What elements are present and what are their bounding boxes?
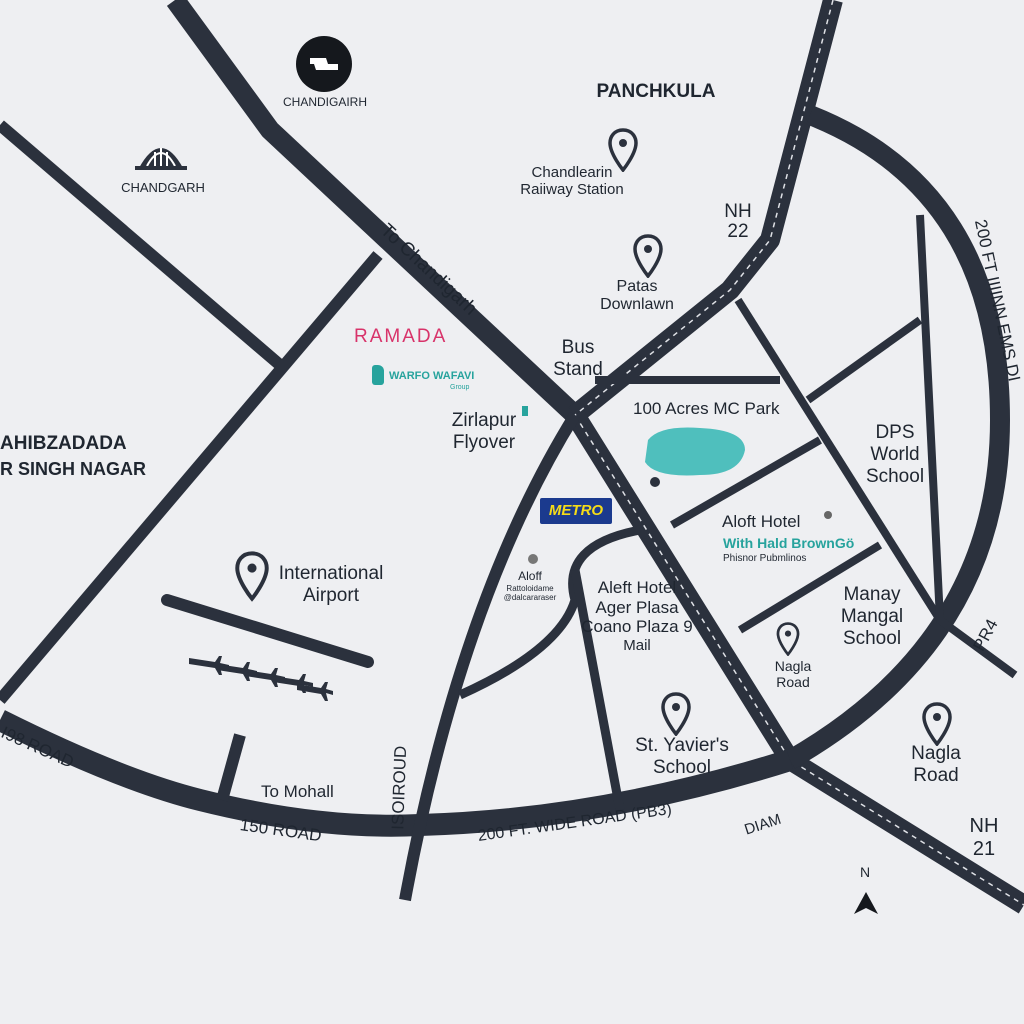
- road-left-diag: [0, 120, 284, 370]
- wyndham-label[interactable]: WARFO WAFAVI: [389, 370, 475, 382]
- road-dashed-1: [574, 414, 1024, 906]
- aloft-hotel-label[interactable]: Aloft Hotel: [722, 512, 801, 531]
- nh21-line1: NH: [969, 815, 999, 837]
- railway-station-line2: Raiiway Station: [520, 181, 624, 199]
- airport-label[interactable]: International Airport: [279, 563, 384, 607]
- zirlapur-line1: Zirlapur: [451, 410, 517, 431]
- chandgarh-label: CHANDGARH: [121, 180, 205, 195]
- park-lake: [645, 427, 745, 476]
- dps-line3: School: [865, 465, 925, 487]
- road-aleft: [570, 569, 625, 811]
- park-dot: [650, 477, 660, 487]
- bus-stand-label: Bus Stand: [553, 337, 603, 381]
- yavier-line2: School: [652, 756, 712, 778]
- ramada-label[interactable]: RAMADA: [354, 326, 448, 347]
- aloft-small-line3: @dalcararaser: [503, 592, 557, 602]
- manay-line1: Manay: [843, 584, 901, 605]
- aleft-line2: Ager Plasa: [595, 597, 679, 617]
- nh22-label: NH 22: [724, 201, 751, 243]
- zirlapur-line2: Flyover: [452, 431, 516, 453]
- nagla-road-label: Nagla Road: [911, 743, 961, 787]
- manay-school-label: Manay Mangal School: [841, 584, 903, 650]
- metro-label: METRO: [548, 502, 604, 519]
- airport-line1: International: [278, 563, 384, 584]
- aleft-line1: Aleft Hotel: [597, 578, 677, 597]
- sahibzada-line1: AHIBZADADA: [0, 433, 127, 454]
- patas-label: Patas Downlawn: [600, 278, 674, 315]
- bus-stand-line1: Bus: [561, 337, 595, 358]
- road-r4: [670, 436, 822, 529]
- nagla-line1: Nagla: [911, 743, 961, 764]
- road-to-chandigarh: [166, 0, 582, 423]
- road-inner-curve: [458, 525, 641, 700]
- nh21-label: NH 21: [970, 815, 999, 861]
- nh22-line1: NH: [724, 201, 752, 222]
- airport-line2: Airport: [303, 584, 359, 606]
- yavier-line1: St. Yavier's: [635, 735, 729, 756]
- chandigarh-logo-icon: [296, 36, 352, 92]
- aleft-line3: Coano Plaza 9: [581, 617, 693, 637]
- road-dashed-2: [574, 0, 834, 416]
- road-left-diag2: [0, 251, 383, 704]
- metro-badge[interactable]: METRO: [540, 498, 612, 524]
- patas-line1: Patas: [616, 278, 658, 295]
- dps-label: DPS World School: [866, 422, 924, 488]
- sahibzada-line2: R SINGH NAGAR: [0, 458, 147, 479]
- dps-line1: DPS: [875, 422, 915, 443]
- bus-stand-line2: Stand: [553, 358, 603, 380]
- nagla-small-line1: Nagla: [774, 658, 812, 674]
- nagla-line2: Road: [913, 764, 959, 786]
- zirlapur-label: Zirlapur Flyover: [452, 410, 516, 454]
- nagla-road-small-label: Nagla Road: [775, 658, 812, 690]
- road-r3: [805, 316, 923, 404]
- railway-station-line1: Chandlearin: [531, 164, 613, 181]
- road-nh22: [568, 0, 843, 423]
- aloft-small-line2: Rattoloidame: [506, 583, 554, 593]
- manay-line3: School: [842, 627, 902, 649]
- phisnor-label: Phisnor Pubmlinos: [723, 553, 807, 564]
- road-r5: [737, 541, 883, 634]
- nh21-line2: 21: [972, 838, 996, 860]
- road-150: [0, 710, 794, 837]
- chandigarh-logo-label: CHANDIGAIRH: [282, 95, 368, 109]
- acres-park-label[interactable]: 100 Acres MC Park: [633, 399, 780, 418]
- manay-line2: Mangal: [840, 605, 904, 627]
- airport-runway: [161, 594, 374, 668]
- wyndham-sub-label: Group: [450, 384, 470, 391]
- nagla-small-line2: Road: [776, 674, 810, 691]
- wyndham-logo-icon: [372, 365, 384, 385]
- panchkula-label: PANCHKULA: [596, 81, 716, 102]
- zirlapur-marker: [522, 406, 528, 416]
- road-mohall: [216, 733, 246, 802]
- aleft-line4: Mail: [623, 636, 651, 654]
- north-label: N: [860, 864, 871, 880]
- road-r2: [734, 297, 944, 623]
- road-r6: [916, 214, 1018, 679]
- aleft-hotel-label[interactable]: Aleft Hotel Ager Plasa Coano Plaza 9 Mai…: [581, 578, 693, 654]
- road-label-isoiroud: ISOIROUD: [388, 745, 411, 831]
- patas-line2: Downlawn: [600, 296, 674, 314]
- road-label-to-mohall: To Mohall: [261, 782, 334, 801]
- sahibzada-label: AHIBZADADA R SINGH NAGAR: [0, 433, 146, 480]
- road-200ft-ring: [785, 105, 1010, 769]
- road-isoiroud: [399, 411, 581, 902]
- with-hald-label: With Hald BrownGö: [723, 535, 855, 551]
- yavier-school-label[interactable]: St. Yavier's School: [635, 735, 729, 779]
- aloft-small-label: Aloff Rattoloidame @dalcararaser: [503, 569, 557, 602]
- nh22-line2: 22: [727, 220, 749, 242]
- railway-station-label: Chandlearin Raiiway Station: [520, 164, 623, 199]
- aloft-small-line1: Aloff: [518, 569, 542, 583]
- dps-line2: World: [870, 443, 920, 465]
